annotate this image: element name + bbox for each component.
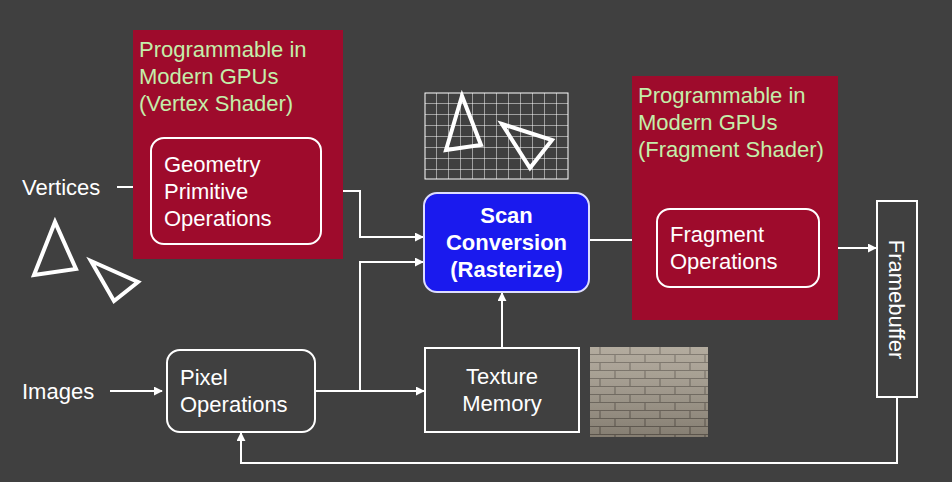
- process-box: Geometry Primitive Operations: [150, 137, 322, 245]
- input-arrow: [110, 390, 162, 392]
- framebuffer-box: Framebuffer: [876, 200, 918, 398]
- triangle-icon: [91, 261, 138, 301]
- process-box: Fragment Operations: [656, 208, 820, 288]
- memory-box: Texture Memory: [424, 347, 580, 433]
- triangle-icon: [502, 124, 552, 168]
- input-label: Vertices: [22, 174, 100, 201]
- flow-arrow: [501, 293, 503, 347]
- raster-grid: [425, 93, 568, 179]
- box-label: Pixel Operations: [180, 364, 302, 418]
- triangle-icon: [34, 222, 76, 275]
- region-heading: Programmable in Modern GPUs (Vertex Shad…: [139, 36, 337, 117]
- region-heading: Programmable in Modern GPUs (Fragment Sh…: [638, 82, 832, 163]
- process-box: Pixel Operations: [166, 349, 316, 433]
- box-label: Framebuffer: [884, 239, 911, 358]
- box-label: Fragment Operations: [670, 221, 806, 275]
- box-label: Geometry Primitive Operations: [164, 151, 308, 232]
- texture-image: [590, 347, 708, 437]
- flow-arrow: [316, 390, 424, 392]
- shader-region: Programmable in Modern GPUs (Vertex Shad…: [133, 30, 343, 259]
- triangle-icon: [446, 96, 481, 150]
- input-label: Images: [22, 378, 94, 405]
- shader-region: Programmable in Modern GPUs (Fragment Sh…: [632, 76, 838, 320]
- flow-arrow: [316, 262, 423, 391]
- flow-arrow: [241, 398, 897, 463]
- box-label: Scan Conversion (Rasterize): [433, 202, 580, 283]
- process-box: Scan Conversion (Rasterize): [423, 192, 590, 293]
- box-label: Texture Memory: [436, 363, 568, 417]
- texture-image: [590, 347, 708, 437]
